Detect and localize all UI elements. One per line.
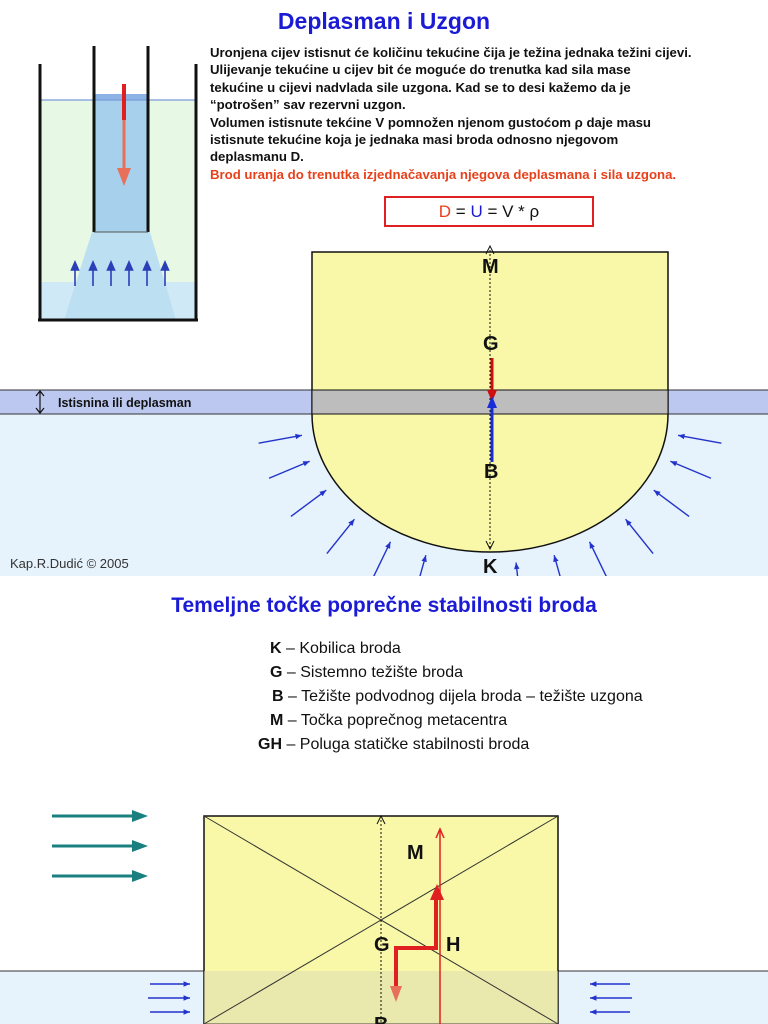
- legend-item: K – Kobilica broda: [270, 640, 401, 658]
- text-line: Uronjena cijev istisnut će količinu teku…: [210, 45, 692, 60]
- legend-text: – Točka poprečnog metacentra: [283, 712, 508, 729]
- label-b: B: [374, 1014, 388, 1024]
- water-pressure-arrows: [258, 433, 722, 576]
- pressure-arrow-head: [514, 562, 520, 570]
- pressure-arrow: [258, 434, 303, 444]
- label-h: H: [446, 934, 461, 956]
- text-line: tekućine u cijevi nadvlada sile uzgona. …: [210, 79, 631, 95]
- pressure-arrow-head: [183, 981, 190, 987]
- pressure-arrow-head: [295, 433, 302, 440]
- legend-key: M: [270, 712, 284, 729]
- label-g: G: [374, 934, 390, 956]
- legend-key: K: [270, 640, 282, 657]
- tank-illustration: [38, 46, 198, 322]
- pressure-arrow-head: [183, 995, 190, 1001]
- pressure-arrow: [268, 460, 310, 479]
- pressure-arrow-head: [302, 461, 310, 467]
- label-k: K: [483, 556, 498, 576]
- pressure-arrow: [515, 562, 519, 576]
- highlight-text: Brod uranja do trenutka izjednačavanja n…: [210, 166, 677, 182]
- formula-rest: = V * ρ: [482, 202, 540, 221]
- pressure-arrow: [677, 434, 722, 444]
- label-g: G: [483, 333, 499, 355]
- pressure-arrow-head: [421, 555, 427, 563]
- formula-eq: =: [451, 202, 471, 221]
- text-line: “potrošen” sav rezervni uzgon.: [210, 97, 406, 113]
- label-b: B: [484, 461, 499, 483]
- pressure-arrow-head: [385, 541, 391, 549]
- pressure-arrow-head: [590, 1009, 597, 1015]
- label-m: M: [482, 256, 499, 278]
- slide-stability-points: Temeljne točke poprečne stabilnosti brod…: [0, 586, 768, 1024]
- legend-text: – Kobilica broda: [281, 640, 401, 657]
- pressure-arrow: [625, 518, 654, 554]
- legend-key: GH: [258, 736, 282, 753]
- text-line: Ulijevanje tekućine u cijev bit će moguć…: [210, 62, 631, 78]
- legend-text: – Težište podvodnog dijela broda – težiš…: [283, 688, 643, 705]
- pressure-arrow: [419, 555, 427, 576]
- displacement-band-label: Istisnina ili deplasman: [58, 396, 192, 410]
- label-m: M: [407, 842, 424, 864]
- text-line: Volumen istisnute tekćine V pomnožen nje…: [210, 114, 651, 130]
- pressure-arrow: [588, 541, 607, 576]
- pressure-arrow-head: [590, 995, 597, 1001]
- slide1-title: Deplasman i Uzgon: [277, 8, 491, 34]
- pressure-arrow: [670, 460, 712, 479]
- water-pressure-arrows: [148, 981, 632, 1015]
- pressure-arrow: [653, 489, 690, 518]
- formula-box: D = U = V * ρ: [384, 196, 594, 227]
- wind-arrows: [52, 810, 148, 882]
- slide2-title: Temeljne točke poprečne stabilnosti brod…: [171, 594, 597, 617]
- legend-key: G: [270, 664, 283, 681]
- slide-deplasman: Deplasman i Uzgon Uronjena cijev istisnu…: [0, 8, 768, 576]
- legend-item: M – Točka poprečnog metacentra: [270, 712, 507, 730]
- formula-d: D: [438, 202, 452, 221]
- legend-item: GH – Poluga statičke stabilnosti broda: [258, 736, 529, 754]
- pressure-arrow-head: [348, 519, 355, 526]
- pressure-arrow: [290, 489, 327, 518]
- copyright: Kap.R.Dudić © 2005: [10, 556, 129, 571]
- legend-text: – Poluga statičke stabilnosti broda: [282, 736, 530, 753]
- pressure-arrow-head: [625, 519, 632, 526]
- legend-key: B: [272, 688, 284, 705]
- pressure-arrow: [326, 518, 355, 554]
- pressure-arrow-head: [183, 1009, 190, 1015]
- pressure-arrow-head: [590, 981, 597, 987]
- gh-lever: [394, 898, 438, 996]
- text-line: istisnute tekućine koja je jednaka masi …: [210, 132, 619, 148]
- pressure-arrow-head: [653, 490, 661, 497]
- legend-item: G – Sistemno težište broda: [270, 664, 463, 682]
- slide2-graphic: [0, 810, 768, 1024]
- pressure-arrow: [373, 541, 392, 576]
- legend-text: – Sistemno težište broda: [282, 664, 463, 681]
- pressure-arrow-head: [678, 433, 685, 440]
- pressure-arrow-head: [553, 555, 559, 563]
- pressure-arrow-head: [589, 541, 595, 549]
- pressure-arrow-head: [670, 461, 678, 467]
- formula-u: U: [470, 202, 483, 221]
- text-line: deplasmanu D.: [210, 149, 304, 165]
- explanation-text: Uronjena cijev istisnut će količinu teku…: [210, 44, 765, 183]
- legend-item: B – Težište podvodnog dijela broda – tež…: [272, 688, 643, 706]
- pressure-arrow-head: [319, 490, 327, 497]
- slide1-graphic: [0, 46, 768, 576]
- pressure-arrow: [553, 555, 561, 576]
